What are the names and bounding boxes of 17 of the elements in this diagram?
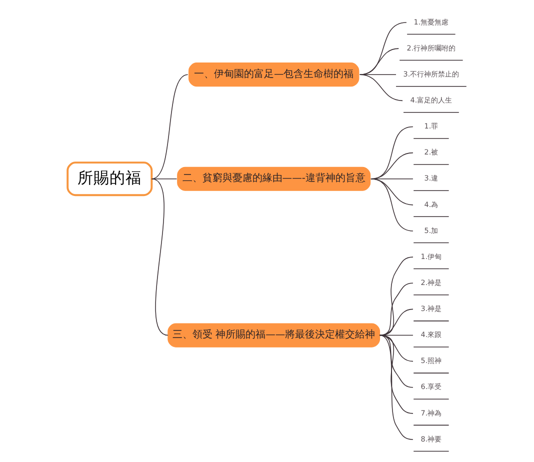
node-box: 二、貧窮與憂慮的緣由——-違背神的旨意 [177, 166, 371, 191]
connector [359, 22, 407, 75]
connector [379, 282, 414, 336]
connector [151, 74, 188, 180]
connector [359, 48, 400, 75]
node-box: 三、領受 神所賜的福——將最後決定權交給神 [168, 323, 380, 348]
connector [359, 74, 403, 102]
connector [359, 74, 396, 75]
connector [379, 334, 414, 440]
node-box: 一、伊甸園的富足—包含生命樹的福 [188, 62, 360, 87]
connector [379, 334, 414, 414]
connector [151, 178, 168, 336]
connector [379, 308, 414, 336]
connector [151, 178, 178, 180]
connector [379, 256, 414, 336]
connector [370, 178, 414, 232]
node-box: 所賜的福 [66, 162, 153, 196]
